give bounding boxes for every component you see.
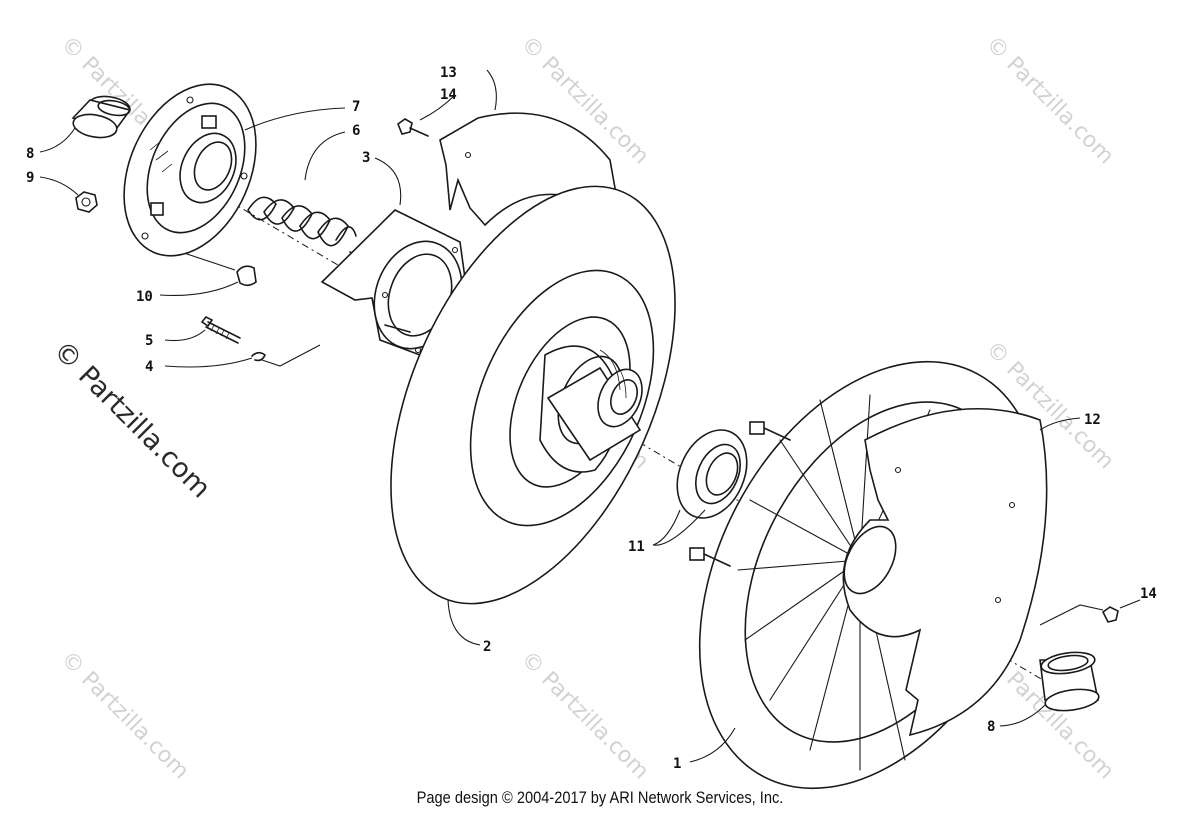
part-14-screw-upper — [397, 118, 429, 137]
part-8-bushing-bottom — [1039, 651, 1100, 712]
callout-7: 7 — [352, 99, 360, 115]
callout-3: 3 — [362, 150, 370, 166]
part-9-nut — [75, 191, 98, 213]
callout-12: 12 — [1084, 412, 1101, 428]
part-12-shield-lower — [842, 407, 1048, 737]
watermark: © Partzilla.com — [516, 647, 654, 785]
part-2-stationary-sheave — [390, 185, 676, 605]
callout-4: 4 — [145, 359, 153, 375]
callout-1: 1 — [673, 756, 681, 772]
callout-11: 11 — [628, 539, 645, 555]
callout-2: 2 — [483, 639, 491, 655]
part-14-screw-lower — [1039, 604, 1119, 626]
part-4-clip — [251, 351, 266, 362]
callout-6: 6 — [352, 123, 360, 139]
side-watermark: © Partzilla.com — [47, 335, 216, 504]
footer-copyright: Page design © 2004-2017 by ARI Network S… — [416, 788, 784, 807]
callout-14-lower: 14 — [1140, 586, 1157, 602]
watermark: © Partzilla.com — [981, 32, 1119, 170]
callout-8-lower: 8 — [987, 719, 995, 735]
part-10-button — [236, 265, 257, 287]
part-6-spring — [247, 196, 361, 259]
callout-13: 13 — [440, 65, 457, 81]
callout-14-upper: 14 — [440, 87, 457, 103]
callout-10: 10 — [136, 289, 153, 305]
callout-8-upper: 8 — [26, 146, 34, 162]
callout-9: 9 — [26, 170, 34, 186]
watermark: © Partzilla.com — [56, 647, 194, 785]
part-11-washer — [676, 429, 748, 519]
part-8-bushing-top — [71, 95, 132, 139]
part-7-cover-plate — [123, 83, 257, 257]
callout-numbers: 13 14 7 6 3 8 9 10 5 4 12 11 14 2 8 1 — [26, 65, 1157, 772]
callout-5: 5 — [145, 333, 153, 349]
leader-lines — [39, 69, 1141, 763]
part-5-bolt — [200, 315, 241, 344]
